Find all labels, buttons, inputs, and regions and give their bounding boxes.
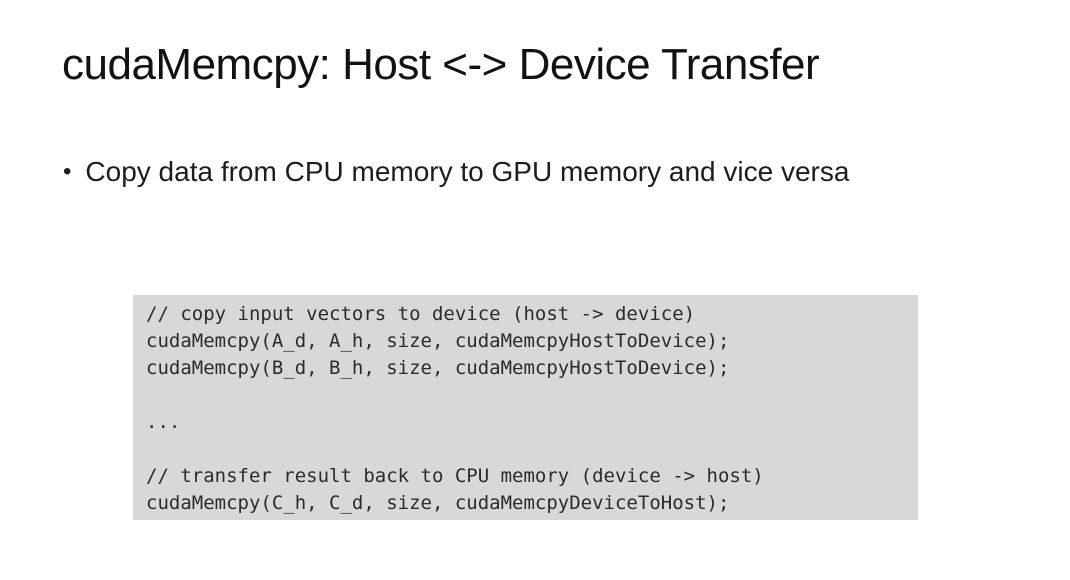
code-line: cudaMemcpy(A_d, A_h, size, cudaMemcpyHos…: [146, 330, 730, 352]
code-line: cudaMemcpy(C_h, C_d, size, cudaMemcpyDev…: [146, 492, 730, 514]
code-line: cudaMemcpy(B_d, B_h, size, cudaMemcpyHos…: [146, 357, 730, 379]
code-block: // copy input vectors to device (host ->…: [133, 295, 918, 520]
bullet-marker: •: [63, 158, 72, 185]
bullet-text: Copy data from CPU memory to GPU memory …: [85, 156, 850, 187]
code-line: [146, 382, 912, 409]
code-line: ...: [146, 411, 181, 433]
code-line: [146, 436, 912, 463]
page-title: cudaMemcpy: Host <-> Device Transfer: [62, 40, 820, 89]
bullet-item: • Copy data from CPU memory to GPU memor…: [63, 156, 849, 188]
code-line: // transfer result back to CPU memory (d…: [146, 465, 764, 487]
code-line: // copy input vectors to device (host ->…: [146, 303, 696, 325]
